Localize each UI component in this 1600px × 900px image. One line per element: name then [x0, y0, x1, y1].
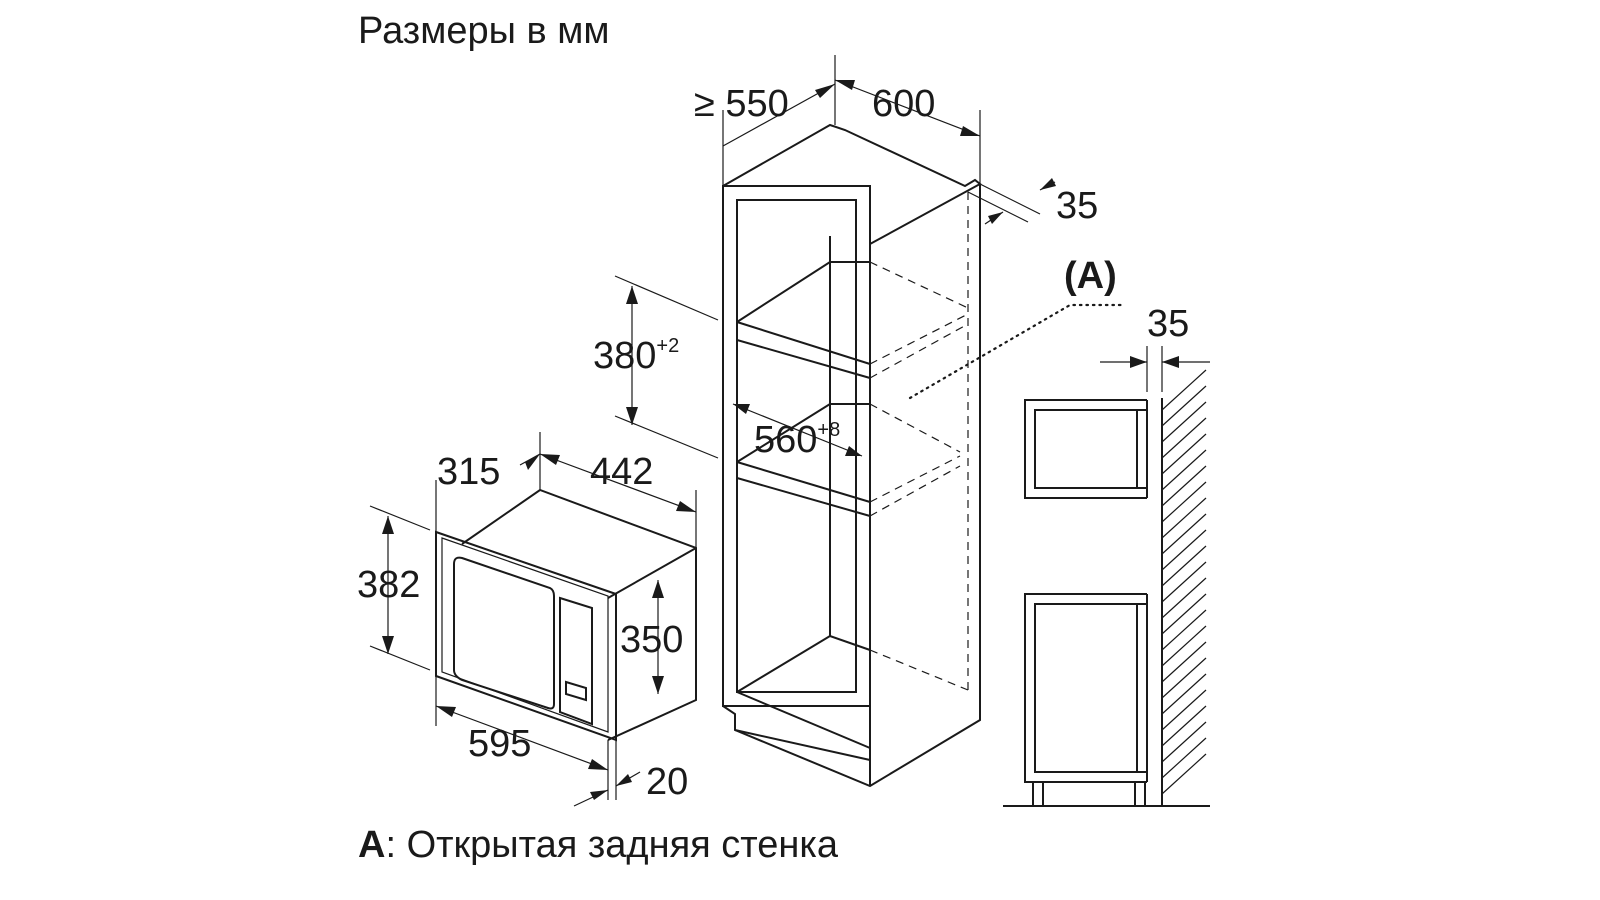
dimension-labels: ≥ 550 600 35 (A) 380+2 560+8 315 442 382… — [357, 83, 1189, 803]
microwave-display — [565, 680, 587, 702]
wall-hatch-stroke — [1161, 609, 1207, 651]
label-back-gap: 35 — [1056, 185, 1098, 227]
cabinet-front-inner — [736, 199, 857, 693]
wall-hatch-stroke — [1161, 497, 1207, 539]
footnote: A: Открытая задняя стенка — [358, 824, 838, 867]
wall-hatch-stroke — [1161, 721, 1207, 763]
wall-hatch-stroke — [1161, 545, 1207, 587]
wall-hatch-stroke — [1161, 657, 1207, 699]
wall-hatch-stroke — [1161, 689, 1207, 731]
wall-hatch-stroke — [1161, 641, 1207, 683]
shelf-lower — [736, 403, 871, 518]
wall-hatch-stroke — [1161, 529, 1207, 571]
label-body-width: 442 — [590, 451, 653, 493]
marker-leader-A — [908, 303, 1124, 400]
wall-hatch-stroke — [1161, 449, 1207, 491]
niche-width-tolerance: +8 — [817, 419, 840, 441]
label-frame-height: 382 — [357, 564, 420, 606]
microwave-control-panel — [559, 596, 593, 726]
marker-letter: A — [1077, 255, 1104, 297]
niche-height-value: 380 — [593, 335, 656, 377]
label-frame-width: 595 — [468, 723, 531, 765]
wall-hatch-stroke — [1161, 593, 1207, 635]
wall-hatch-stroke — [1161, 513, 1207, 555]
wall-hatch-stroke — [1161, 705, 1207, 747]
wall-hatch-stroke — [1161, 401, 1207, 443]
side-unit-foot — [1032, 781, 1044, 807]
label-marker-A: (A) — [1064, 255, 1117, 297]
cabinet-top — [722, 123, 982, 245]
wall-hatch-stroke — [1161, 433, 1207, 475]
wall-hatch-stroke — [1161, 737, 1207, 779]
label-body-height: 350 — [620, 619, 683, 661]
wall-hatch-stroke — [1161, 753, 1207, 795]
microwave-frame — [435, 530, 617, 742]
label-niche-height: 380+2 — [593, 335, 679, 377]
niche-width-value: 560 — [754, 419, 817, 461]
cabinet-floor — [736, 634, 871, 693]
wall-hatch-stroke — [1161, 481, 1207, 523]
footnote-text: : Открытая задняя стенка — [385, 824, 838, 866]
niche-height-tolerance: +2 — [656, 335, 679, 357]
wall-hatch-stroke — [1161, 625, 1207, 667]
cabinet-plinth — [722, 700, 981, 788]
wall-hatch-stroke — [1161, 417, 1207, 459]
side-view — [1003, 369, 1210, 807]
wall-hatch-stroke — [1161, 385, 1207, 427]
label-cabinet-depth: ≥ 550 — [694, 83, 789, 125]
wall-hatch-stroke — [1161, 673, 1207, 715]
microwave-appliance — [435, 488, 697, 742]
side-unit-upper — [1024, 399, 1147, 499]
label-wall-gap: 35 — [1147, 303, 1189, 345]
wall-hatch-stroke — [1161, 561, 1207, 603]
microwave-window — [453, 556, 555, 710]
label-frame-thickness: 20 — [646, 761, 688, 803]
dimension-lines — [369, 55, 1210, 807]
shelf-upper — [736, 261, 871, 380]
label-frame-depth: 315 — [437, 451, 500, 493]
side-unit-foot — [1134, 781, 1146, 807]
wall-hatch-stroke — [1161, 369, 1207, 411]
wall-hatch-stroke — [1161, 577, 1207, 619]
diagram-title: Размеры в мм — [358, 10, 610, 52]
microwave-body — [461, 488, 697, 741]
label-niche-width: 560+8 — [754, 419, 840, 461]
wall-hatching — [1161, 369, 1207, 795]
side-unit-lower — [1024, 593, 1147, 783]
wall-hatch-stroke — [1161, 465, 1207, 507]
cabinet-plinth-front — [734, 729, 871, 761]
label-cabinet-width: 600 — [872, 83, 935, 125]
footnote-letter: A — [358, 824, 386, 866]
